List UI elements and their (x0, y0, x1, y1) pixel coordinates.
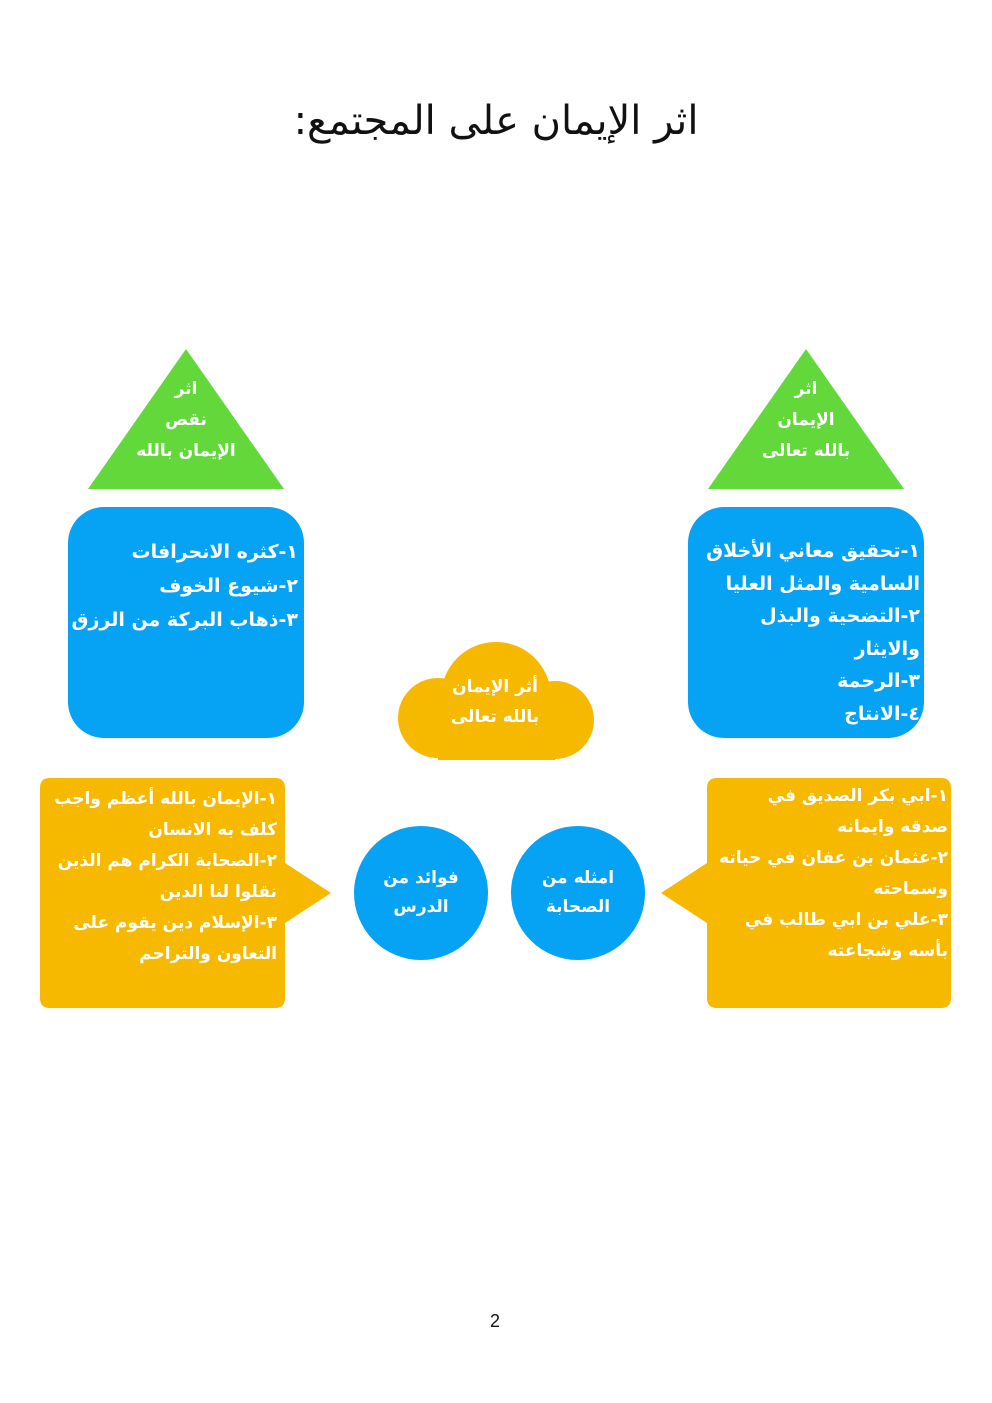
text-line: نقلوا لنا الدين (159, 882, 277, 902)
text-line: بأسه وشجاعته (827, 941, 949, 961)
box-left (68, 507, 304, 738)
text-line: ١-كثره الانحرافات (131, 541, 298, 563)
text-line: صدقه وايمانه (837, 817, 948, 837)
circle-left (354, 826, 488, 960)
cloud-text: أثر الإيمان بالله تعالى (420, 672, 570, 732)
callout-left (40, 778, 331, 1008)
circle-right-text: امثله من الصحابة (513, 864, 643, 922)
text-line: فوائد من (383, 868, 459, 888)
triangle-left (88, 349, 284, 489)
box-right (688, 507, 924, 738)
text-line: التعاون والتراحم (139, 944, 277, 964)
text-line: ٢-التضحية والبذل (760, 605, 920, 627)
text-line: ٢-عثمان بن عفان في حياته (719, 848, 948, 868)
box-left-text: ١-كثره الانحرافات ٢-شيوع الخوف ٣-ذهاب ال… (70, 535, 298, 637)
circle-left-text: فوائد من الدرس (356, 864, 486, 922)
text-line: ٣-ذهاب البركة من الرزق (71, 609, 298, 631)
text-line: الدرس (393, 897, 449, 917)
box-right-text: ١-تحقيق معاني الأخلاق السامية والمثل الع… (690, 535, 920, 730)
text-line: نقص (165, 410, 207, 430)
text-line: ٣-الإسلام دين يقوم على (73, 913, 277, 933)
text-line: ١-الإيمان بالله أعظم واجب (54, 789, 277, 809)
circle-right (511, 826, 645, 960)
page-number: 2 (489, 1311, 500, 1331)
text-line: الإيمان بالله (136, 441, 236, 461)
text-line: ١-تحقيق معاني الأخلاق (706, 540, 920, 562)
text-line: اثر (794, 379, 818, 399)
text-line: كلف به الانسان (148, 820, 277, 840)
text-line: ٢-شيوع الخوف (159, 575, 298, 597)
text-line: ٢-الصحابة الكرام هم الذين (57, 851, 277, 871)
text-line: بالله تعالى (450, 707, 540, 727)
callout-right (661, 778, 951, 1008)
text-line: ٣-علي بن ابي طالب في (744, 910, 948, 930)
text-line: امثله من (541, 868, 615, 888)
page-title: اثر الإيمان على المجتمع: (293, 98, 699, 144)
triangle-right-text: اثر الإيمان بالله تعالى (726, 374, 886, 467)
text-line: أثر الإيمان (452, 677, 538, 697)
triangle-left-text: اثر نقص الإيمان بالله (106, 374, 266, 467)
text-line: وسماحته (873, 879, 948, 899)
text-line: ٤-الانتاج (844, 702, 920, 725)
text-line: الإيمان (777, 410, 835, 430)
text-line: بالله تعالى (761, 441, 851, 461)
text-line: ٣-الرحمة (837, 670, 920, 692)
triangle-right (708, 349, 904, 489)
text-line: اثر (174, 379, 198, 399)
callout-left-text: ١-الإيمان بالله أعظم واجب كلف به الانسان… (44, 784, 277, 970)
callout-right-text: ١-ابي بكر الصديق في صدقه وايمانه ٢-عثمان… (710, 781, 948, 967)
text-line: ١-ابي بكر الصديق في (767, 786, 948, 806)
cloud (398, 642, 594, 760)
text-line: والايثار (854, 637, 920, 660)
text-line: الصحابة (545, 897, 611, 917)
text-line: السامية والمثل العليا (725, 572, 920, 595)
